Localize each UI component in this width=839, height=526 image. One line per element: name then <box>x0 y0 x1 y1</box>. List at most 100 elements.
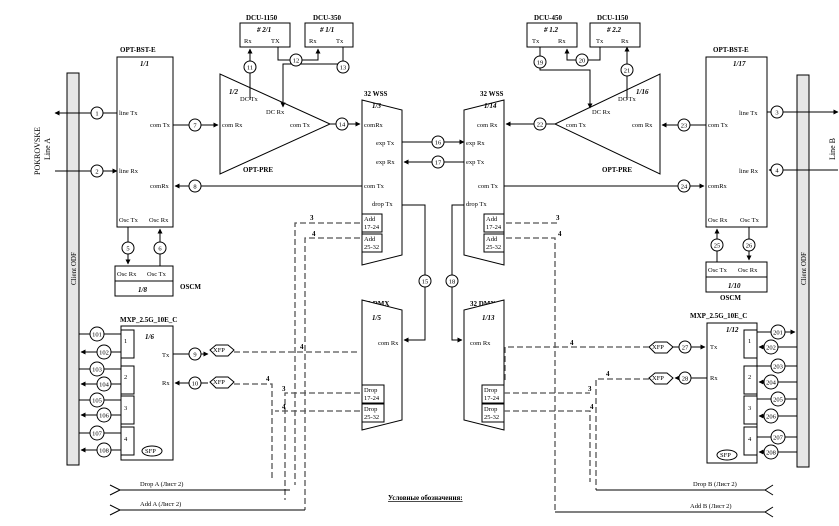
left-dcu-1-rx: Rx <box>244 38 252 45</box>
right-drop-label: Drop B (Лист 2) <box>693 481 737 488</box>
left-oscm-slot: 1/8 <box>138 286 147 294</box>
left-wss-exp-rx: exp Rx <box>376 159 395 166</box>
right-fiber-27: 27 <box>682 345 689 352</box>
right-fiber-4-circle <box>770 163 784 177</box>
left-dmx-slot: 1/5 <box>372 314 381 322</box>
left-mxp-slot: 1/6 <box>145 333 154 341</box>
left-client-fiber-102: 102 <box>99 350 109 357</box>
right-dcu-1-rx: Rx <box>558 38 566 45</box>
left-mxp-port-4: 4 <box>124 436 128 443</box>
left-drop-label: Drop A (Лист 2) <box>140 481 183 488</box>
left-line-label: POKROVSKE Line A <box>33 127 52 175</box>
left-fiber-7-circle <box>188 118 202 132</box>
right-opt-pre-label: OPT-PRE <box>602 166 632 174</box>
left-opt-bst-osc-rx: Osc Rx <box>149 217 169 224</box>
left-wss-add2: Add <box>364 236 376 243</box>
left-fiber-13: 13 <box>340 65 347 72</box>
right-dcu-1-slot: # 1.2 <box>543 26 559 34</box>
right-wss-drop-tx: drop Tx <box>466 201 487 208</box>
right-fiber-21-circle <box>620 63 634 77</box>
left-dcu-2-tx: Tx <box>336 38 344 45</box>
left-dmx-drop2: Drop <box>364 406 377 413</box>
right-wss: 32 WSS 1/14 com Rx exp Rx exp Tx com Tx … <box>463 90 505 266</box>
left-mxp-sfp: SFP <box>145 448 156 455</box>
left-site-name: POKROVSKE <box>33 127 42 175</box>
right-fiber-19: 19 <box>537 60 544 67</box>
left-mxp-tx: Tx <box>162 352 170 359</box>
right-fiber-17-circle <box>431 155 445 169</box>
left-fiber-5: 5 <box>126 246 129 253</box>
left-wss: 32 WSS 1/3 comRx exp Tx exp Rx com Tx dr… <box>361 90 403 266</box>
left-fiber-1: 1 <box>95 111 98 118</box>
left-xfp-tx <box>209 344 235 357</box>
right-oscm-osc-rx: Osc Rx <box>738 267 758 274</box>
left-xfp-tx-label: XFP <box>213 347 225 354</box>
right-fiber-23-circle <box>677 118 691 132</box>
left-fiber-14: 14 <box>339 122 346 129</box>
right-client-fiber-208-circle <box>763 444 779 460</box>
left-fiber-14-circle <box>335 117 349 131</box>
left-fiber-9-circle <box>188 347 202 361</box>
left-opt-bst-com-tx: com Tx <box>150 122 171 129</box>
right-mxp-tx: Tx <box>710 344 718 351</box>
right-client-odf: Client ODF <box>796 74 810 468</box>
right-fiber-26-circle <box>742 238 756 252</box>
right-dcu-1: DCU-450 # 1.2 Tx Rx <box>526 14 578 48</box>
left-opt-bst: OPT-BST-E 1/1 line Tx line Rx com Tx com… <box>116 46 174 228</box>
left-opt-pre-com-rx: com Rx <box>222 122 243 129</box>
left-client-fiber-103-circle <box>89 361 105 377</box>
left-fiber-10-circle <box>188 376 202 390</box>
right-count-4: 4 <box>606 370 610 378</box>
right-dcu-1-tx: Tx <box>532 38 540 45</box>
left-fiber-11-circle <box>243 60 257 74</box>
right-opt-pre-dc-rx: DC Rx <box>592 109 611 116</box>
right-oscm-osc-tx: Osc Tx <box>708 267 728 274</box>
left-fiber-2: 2 <box>95 169 98 176</box>
right-opt-bst-line-rx: line Rx <box>739 168 759 175</box>
right-client-fiber-207-circle <box>770 429 786 445</box>
right-fiber-3: 3 <box>775 110 778 117</box>
right-fiber-24-circle <box>677 179 691 193</box>
right-fiber-16-circle <box>431 135 445 149</box>
left-count-4: 4 <box>266 375 270 383</box>
left-xfp-rx-label: XFP <box>213 379 225 386</box>
left-wss-title: 32 WSS <box>364 90 388 98</box>
right-mxp-slot: 1/12 <box>726 326 739 334</box>
left-oscm-osc-tx: Osc Tx <box>147 271 167 278</box>
left-opt-bst-com-rx: comRx <box>150 183 170 190</box>
left-dcu-2-title: DCU-350 <box>313 14 341 22</box>
left-client-fiber-104: 104 <box>99 382 110 389</box>
right-wss-add1-range: 17-24 <box>486 224 502 231</box>
right-opt-bst-osc-tx: Osc Tx <box>740 217 760 224</box>
right-dmx-com-rx: com Rx <box>470 340 491 347</box>
left-dcu-1-tx: TX <box>271 38 280 45</box>
left-oscm: Osc Rx Osc Tx 1/8 OSCM <box>114 265 201 297</box>
right-client-fiber-208: 208 <box>766 450 776 457</box>
right-wss-add1: Add <box>486 216 498 223</box>
right-count-1: 3 <box>556 214 560 222</box>
left-oscm-osc-rx: Osc Rx <box>117 271 137 278</box>
right-opt-bst-com-tx: com Tx <box>708 122 729 129</box>
right-opt-bst-line-tx: line Tx <box>739 110 758 117</box>
right-mxp-port-4: 4 <box>748 436 752 443</box>
right-dcu-1-title: DCU-450 <box>534 14 562 22</box>
left-fiber-5-circle <box>121 241 135 255</box>
left-client-fiber-107-circle <box>89 425 105 441</box>
left-mxp-rx: Rx <box>162 380 170 387</box>
right-oscm-label: OSCM <box>720 294 741 302</box>
left-client-fiber-107: 107 <box>92 431 103 438</box>
left-opt-pre-dc-rx: DC Rx <box>266 109 285 116</box>
right-count-6: 4 <box>590 403 594 411</box>
left-dmx-drop1: Drop <box>364 387 377 394</box>
right-oscm-slot: 1/10 <box>728 282 741 290</box>
right-client-fiber-202: 202 <box>766 345 776 352</box>
legend-title: Условные обозначения: <box>388 494 463 502</box>
left-wss-com-rx: comRx <box>364 122 384 129</box>
right-dmx-drop1-range: 17-24 <box>484 395 500 402</box>
left-count-1: 3 <box>310 214 314 222</box>
right-dmx-title: 32 DMX <box>470 300 495 308</box>
right-fiber-4: 4 <box>775 168 779 175</box>
left-client-fiber-101: 101 <box>92 332 102 339</box>
left-mxp-title: MXP_2.5G_10E_C <box>120 316 177 324</box>
